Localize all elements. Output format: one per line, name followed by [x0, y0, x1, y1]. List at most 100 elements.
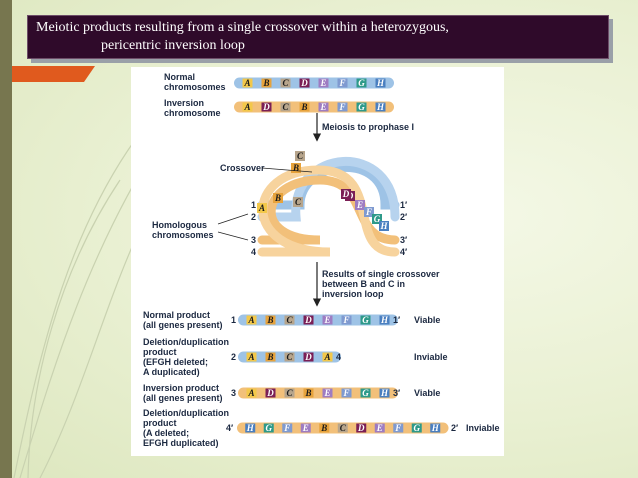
product-deldup2-label-1: Deletion/duplication: [143, 408, 229, 418]
product-inversion-label-2: (all genes present): [143, 393, 223, 403]
strand-right-4: 4′: [400, 247, 407, 257]
product-deldup1-label-4: A duplicated): [143, 367, 200, 377]
meiotic-products-diagram: Normal chromosomes Inversion chromosome …: [143, 72, 500, 448]
product-2-gene-3-label: C: [286, 388, 293, 398]
loop-upper-right-gene-5-label: H: [379, 221, 388, 231]
product-3-gene-9-band: [393, 423, 404, 433]
meiosis-step-label: Meiosis to prophase I: [322, 122, 414, 132]
product-deldup1-label-1: Deletion/duplication: [143, 337, 229, 347]
product-0-backbone: [238, 314, 398, 326]
inversion-chromosome-gene-8-band: [375, 102, 386, 112]
loop-upper-right-gene-4-band: [372, 214, 382, 224]
strand-left-1: 1: [251, 200, 256, 210]
product-inversion-outcome: Viable: [414, 388, 440, 398]
product-1-gene-1-band: [246, 352, 257, 362]
loop-upper-left-gene-2-label: B: [292, 163, 299, 173]
product-2-gene-2-label: D: [266, 388, 274, 398]
product-2-gene-8-band: [379, 388, 390, 398]
loop-gene-markers: CBADEFGHBCD: [257, 151, 389, 231]
normal-chromosome-gene-6-label: F: [338, 78, 345, 88]
product-2-backbone: [238, 387, 398, 399]
loop-lower-gene-1-band: [273, 193, 283, 203]
product-inversion: Inversion product (all genes present) 3 …: [143, 383, 440, 403]
normal-chromosome-gene-6-band: [337, 78, 348, 88]
product-2-gene-1-label: A: [247, 388, 254, 398]
product-2-gene-7-label: G: [362, 388, 369, 398]
orange-accent-tab: [12, 66, 95, 82]
product-3-gene-10-band: [411, 423, 422, 433]
diagram-panel: Normal chromosomes Inversion chromosome …: [131, 67, 504, 456]
results-label-1: Results of single crossover: [322, 269, 440, 279]
homologous-label-2: chromosomes: [152, 230, 214, 240]
product-deldup1-right-num: 4: [336, 352, 341, 362]
product-3-gene-1-label: H: [246, 423, 255, 433]
product-3-gene-7-label: D: [357, 423, 365, 433]
product-3-gene-9-label: F: [394, 423, 401, 433]
inversion-chromosome-gene-7-band: [356, 102, 367, 112]
normal-chromosome-gene-7-label: G: [358, 78, 365, 88]
product-0-gene-6-band: [341, 315, 352, 325]
product-deldup1-label-2: product: [143, 347, 177, 357]
product-deldup-2: Deletion/duplication product (A deleted;…: [143, 408, 500, 448]
product-2-gene-5-band: [322, 388, 333, 398]
loop-upper-right-gene-4-label: G: [374, 214, 381, 224]
product-inversion-label-1: Inversion product: [143, 383, 219, 393]
left-accent-bar: [0, 0, 12, 478]
product-deldup2-label-2: product: [143, 418, 177, 428]
product-normal-left-num: 1: [231, 315, 236, 325]
product-deldup1-left-num: 2: [231, 352, 236, 362]
slide-title-line-1: Meiotic products resulting from a single…: [36, 20, 449, 35]
inversion-chromosome-gene-5-label: E: [319, 102, 326, 112]
loop-lower-gene-2-label: C: [295, 197, 302, 207]
loop-lower-gene-2-band: [293, 197, 303, 207]
inversion-chromosome-gene-8-label: H: [376, 102, 385, 112]
slide-title-bar: Meiotic products resulting from a single…: [27, 15, 609, 59]
inversion-chromosome-gene-2-band: [261, 102, 272, 112]
normal-chromosomes-label-2: chromosomes: [164, 82, 226, 92]
product-3-gene-10-label: G: [414, 423, 421, 433]
product-0-gene-1-band: [246, 315, 257, 325]
product-0-gene-8-band: [379, 315, 390, 325]
normal-chromosome-gene-5-band: [318, 78, 329, 88]
normal-chromosome-gene-2-band: [261, 78, 272, 88]
strand-right-3: 3′: [400, 235, 407, 245]
product-2-gene-6-band: [341, 388, 352, 398]
results-label-3: inversion loop: [322, 289, 384, 299]
normal-chromosome-gene-4-label: D: [300, 78, 308, 88]
loop-lower-gene-3-label: D: [342, 189, 350, 199]
normal-chromosome-gene-3-band: [280, 78, 291, 88]
inversion-chromosome-gene-5-band: [318, 102, 329, 112]
product-0-gene-8-label: H: [380, 315, 389, 325]
product-2-gene-1-band: [246, 388, 257, 398]
product-3-gene-7-band: [356, 423, 367, 433]
product-3-gene-1-band: [245, 423, 256, 433]
normal-chromosome-gene-4-band: [299, 78, 310, 88]
product-3-gene-2-label: G: [266, 423, 273, 433]
product-3-gene-8-band: [374, 423, 385, 433]
product-0-gene-4-band: [303, 315, 314, 325]
inversion-loop: [257, 157, 400, 257]
inversion-chromosome-backbone: [234, 101, 394, 113]
loop-upper-right-gene-5-band: [379, 221, 389, 231]
product-deldup1-outcome: Inviable: [414, 352, 448, 362]
loop-upper-left-gene-3-label: A: [258, 203, 265, 213]
product-0-gene-4-label: D: [304, 315, 312, 325]
product-3-gene-6-label: C: [340, 423, 347, 433]
product-normal-label-1: Normal product: [143, 310, 210, 320]
loop-upper-right-gene-2-band: [355, 200, 365, 210]
normal-chromosome-gene-1-label: A: [243, 78, 250, 88]
product-1-gene-2-band: [265, 352, 276, 362]
loop-upper-right-gene-2-label: E: [356, 200, 363, 210]
product-1-gene-2-label: B: [266, 352, 273, 362]
product-0-gene-5-label: E: [323, 315, 330, 325]
inversion-chromosome-gene-4-label: B: [300, 102, 307, 112]
product-0-gene-3-band: [284, 315, 295, 325]
product-3-gene-3-band: [282, 423, 293, 433]
product-deldup-1: Deletion/duplication product (EFGH delet…: [143, 337, 448, 377]
